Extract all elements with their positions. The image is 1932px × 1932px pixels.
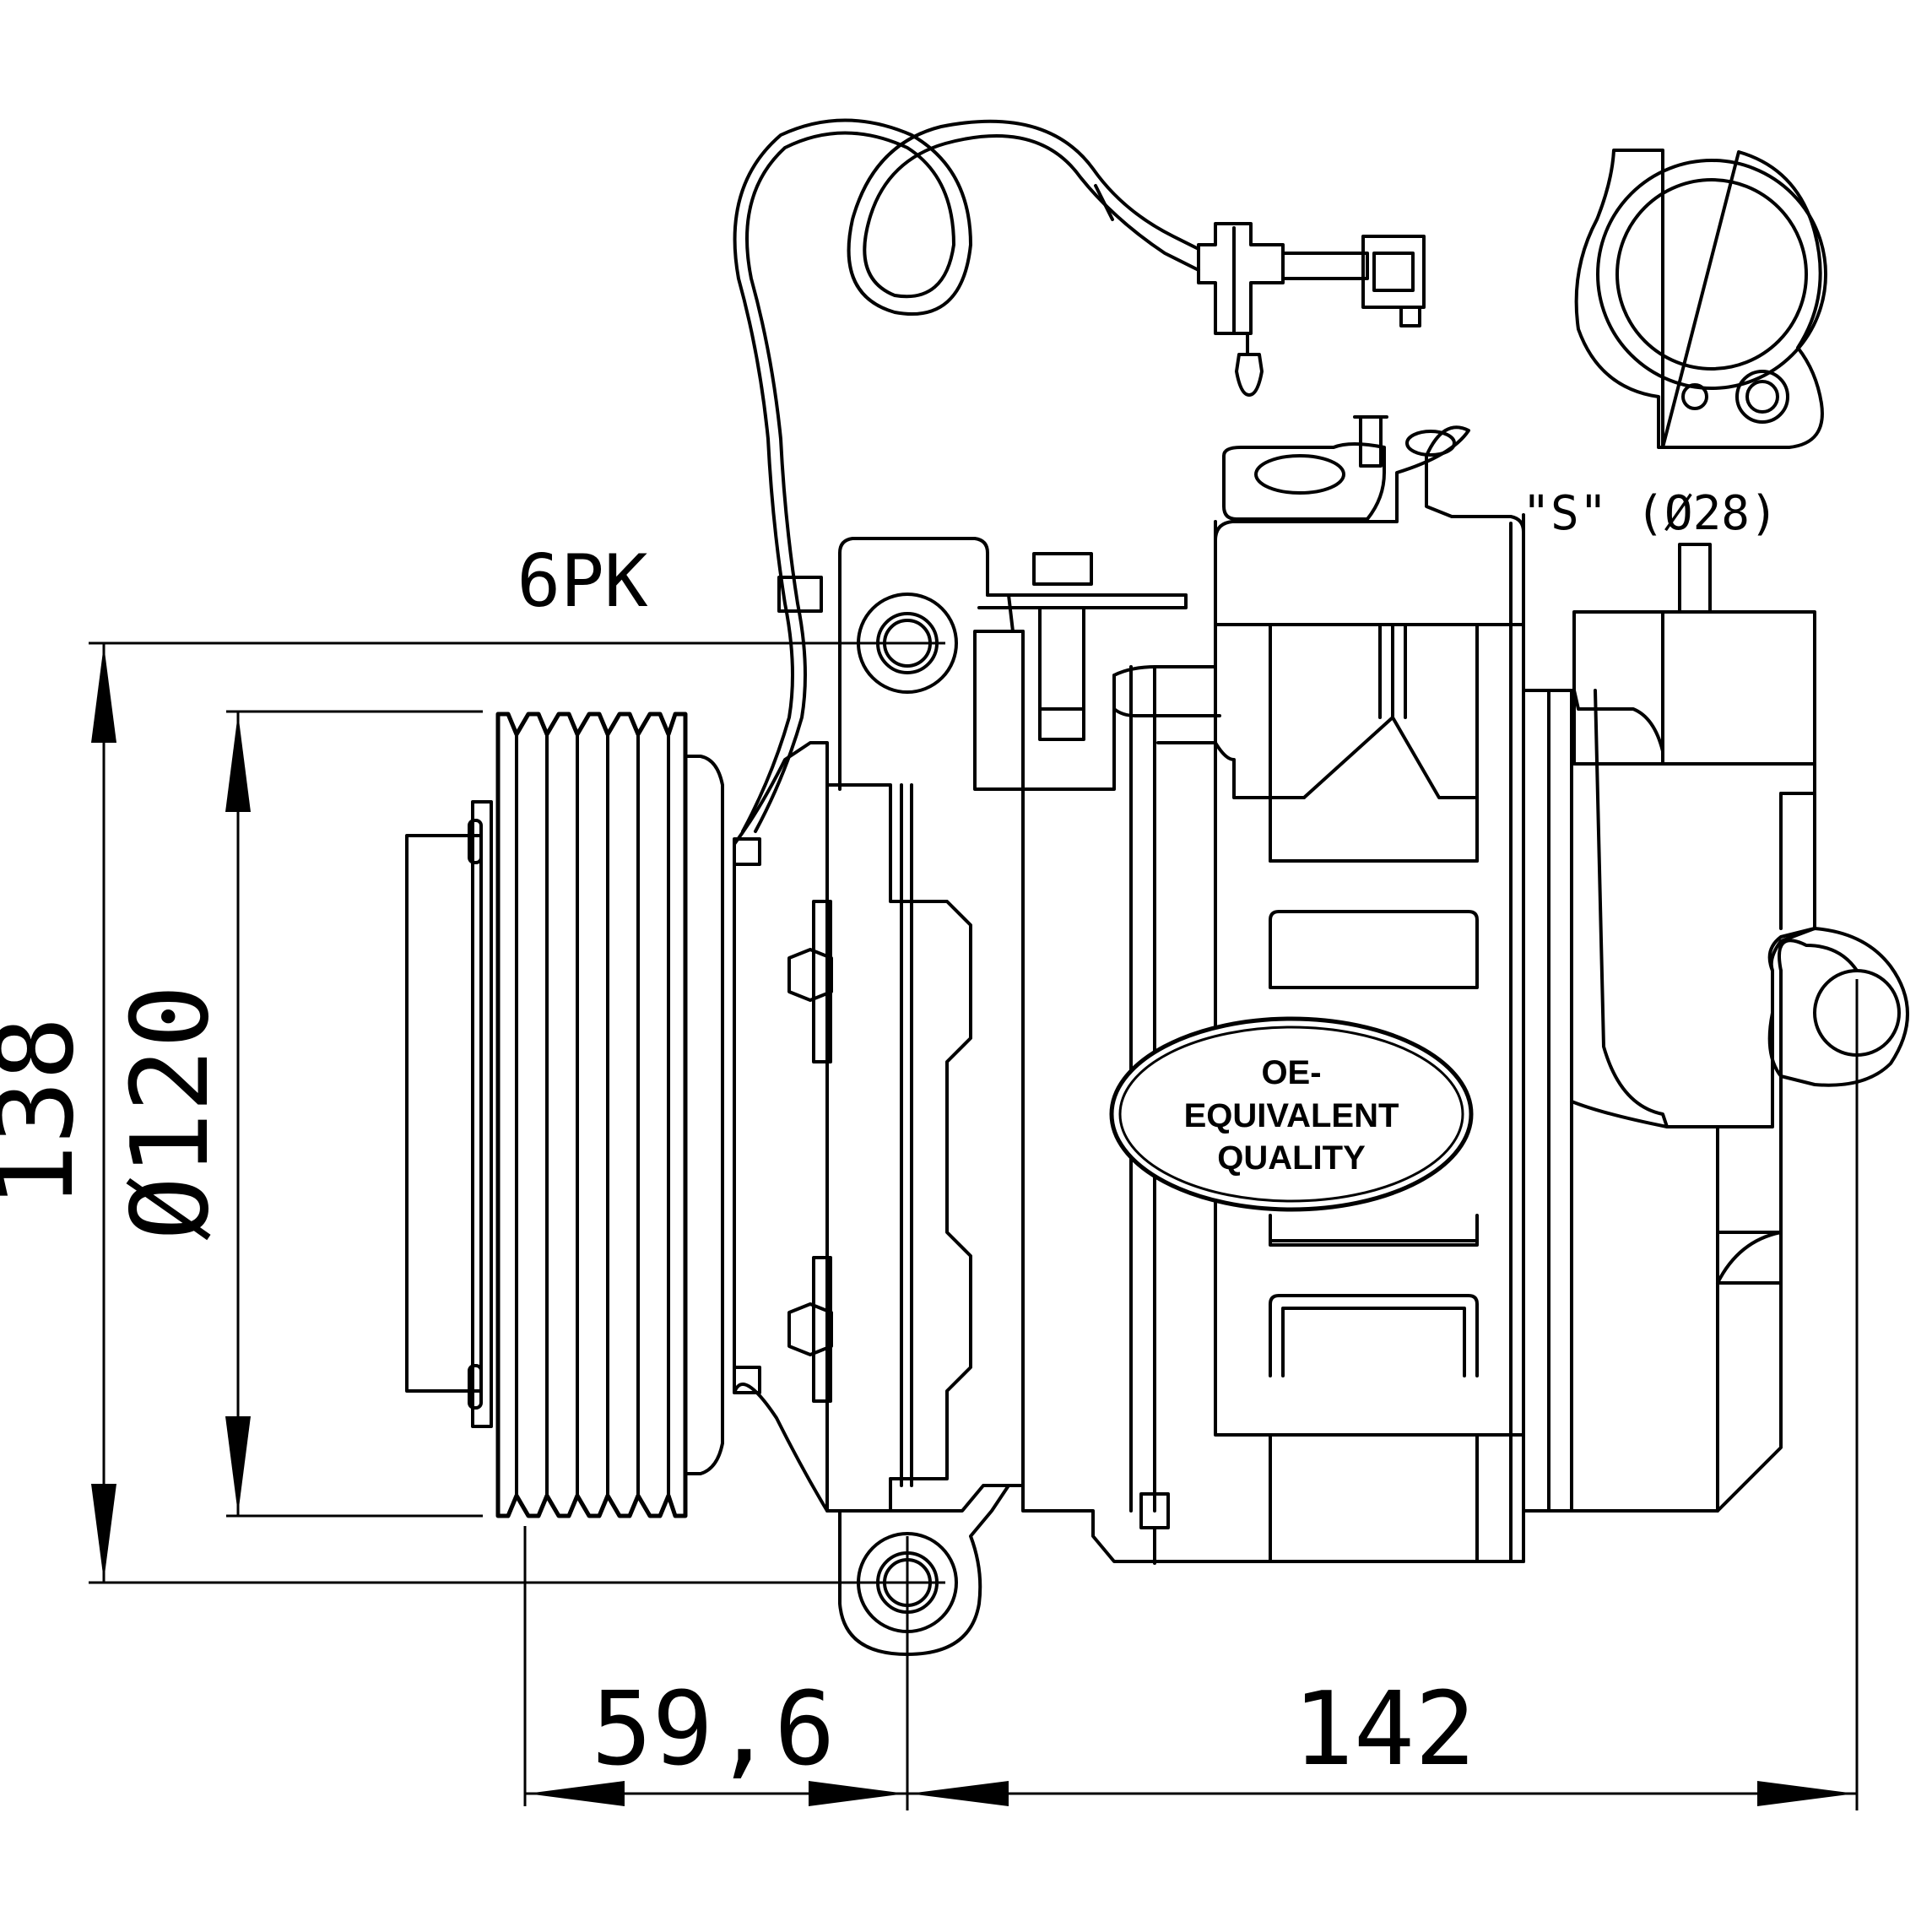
valve-housing-left (1214, 623, 1394, 799)
body-upper-step (1112, 674, 1221, 717)
dim-120-arrow-top (225, 713, 251, 812)
port-side-opening (1405, 430, 1456, 457)
harness-wire-parallel (733, 118, 1200, 833)
bottom-ear-top (889, 1477, 1025, 1513)
bottom-mount-ear (838, 1477, 1025, 1656)
hub-bolt-bottom (468, 1364, 483, 1410)
pulley (405, 712, 761, 1518)
bracket-bolt-head (1032, 552, 1093, 586)
flange-pin-hole (1681, 383, 1708, 410)
rear-cover-chamfer (1716, 1231, 1783, 1513)
suction-port-label: "S" (Ø28) (1522, 486, 1778, 541)
dim-120-arrow-bottom (225, 1416, 251, 1514)
clutch-flange (471, 800, 493, 1428)
dim-138-arrow-bottom (91, 1484, 116, 1581)
sensor-connector (1197, 222, 1285, 335)
harness-clip (777, 576, 823, 613)
rear-mount-ear (1767, 927, 1909, 1087)
dim-142-arrow-right (1757, 1781, 1855, 1806)
badge-ellipse-outer (1109, 1016, 1474, 1212)
suction-fitting (1572, 610, 1816, 766)
flange-outline (1574, 149, 1824, 449)
plug-face (1372, 252, 1415, 292)
dim-diameter-label: Ø120 (108, 984, 232, 1240)
flange-port-inner (1615, 178, 1808, 371)
rear-cover (1522, 689, 1816, 1128)
dim-offset-label: 59,6 (592, 1671, 836, 1789)
front-housing (733, 741, 972, 1513)
pulley-grooves (495, 712, 688, 1518)
compressor-body (1021, 415, 1909, 1565)
bearing-bolt-upper (733, 837, 761, 866)
front-housing-outline (733, 741, 829, 1513)
rear-cover-curve (1570, 1100, 1719, 1234)
rear-cover-flange (1522, 689, 1550, 1513)
window-3-inner (1281, 1307, 1466, 1377)
badge-line-3: QUALITY (1217, 1139, 1366, 1177)
badge-line-1: OE- (1261, 1054, 1321, 1091)
window-2 (1269, 1214, 1479, 1247)
bracket-bolt-shaft (1038, 606, 1085, 741)
flange-port-outer (1596, 159, 1827, 390)
suction-stud (1678, 543, 1712, 614)
connector-bridge (1281, 252, 1369, 280)
plug-body (1361, 235, 1426, 309)
suction-flange (1574, 149, 1827, 449)
badge-ellipse-inner (1118, 1026, 1464, 1203)
top-ear-outline (838, 537, 1025, 791)
window-1 (1269, 910, 1479, 989)
belt-profile-label: 6PK (517, 539, 648, 624)
badge-line-2: EQUIVALENT (1184, 1097, 1399, 1134)
rear-cover-lower (1547, 969, 1783, 1513)
hub-bolt-top (468, 819, 483, 864)
pulley-bearing (684, 755, 724, 1475)
dim-142-arrow-left (909, 1781, 1009, 1806)
clutch-hub-plate (405, 834, 483, 1393)
port-opening (1254, 454, 1345, 495)
flange-bolt-hole-inner (1745, 380, 1779, 414)
port-stud (1359, 415, 1383, 468)
bearing-bolt-lower (733, 1366, 761, 1394)
rear-cover-fillet (1716, 1231, 1783, 1285)
valve-rib-1 (1269, 623, 1306, 799)
port-block (1214, 425, 1525, 668)
dim-596-arrow-left (527, 1781, 625, 1806)
port-boss (1222, 442, 1386, 521)
plug-latch (1399, 306, 1421, 327)
valve-housing-right (1391, 623, 1479, 799)
dim-596-arrow-right (809, 1781, 906, 1806)
rear-ear-top (1778, 939, 1859, 972)
dim-length-label: 142 (1293, 1671, 1476, 1789)
wire-sleeve (1094, 184, 1114, 221)
top-mount-ear (838, 537, 1188, 791)
harness-wire (745, 131, 1200, 833)
housing-bolt-lower (787, 1302, 833, 1356)
housing-bolt-upper (787, 948, 833, 1002)
window-3 (1269, 1294, 1479, 1377)
dimensions: 138 Ø120 59,6 142 6PK "S" (Ø28) (0, 486, 1859, 1810)
flange-bolt-hole-outer (1735, 370, 1789, 424)
front-housing-plate (825, 783, 972, 1513)
dim-138-arrow-top (91, 645, 116, 743)
dim-height-label: 138 (0, 1016, 97, 1209)
bottom-ear-outline (838, 1484, 1025, 1656)
top-ear-boss (973, 630, 1025, 791)
wiring-harness (733, 118, 1426, 833)
oe-quality-badge: OE- EQUIVALENT QUALITY (1109, 1016, 1474, 1212)
sensor-probe (1235, 332, 1264, 397)
